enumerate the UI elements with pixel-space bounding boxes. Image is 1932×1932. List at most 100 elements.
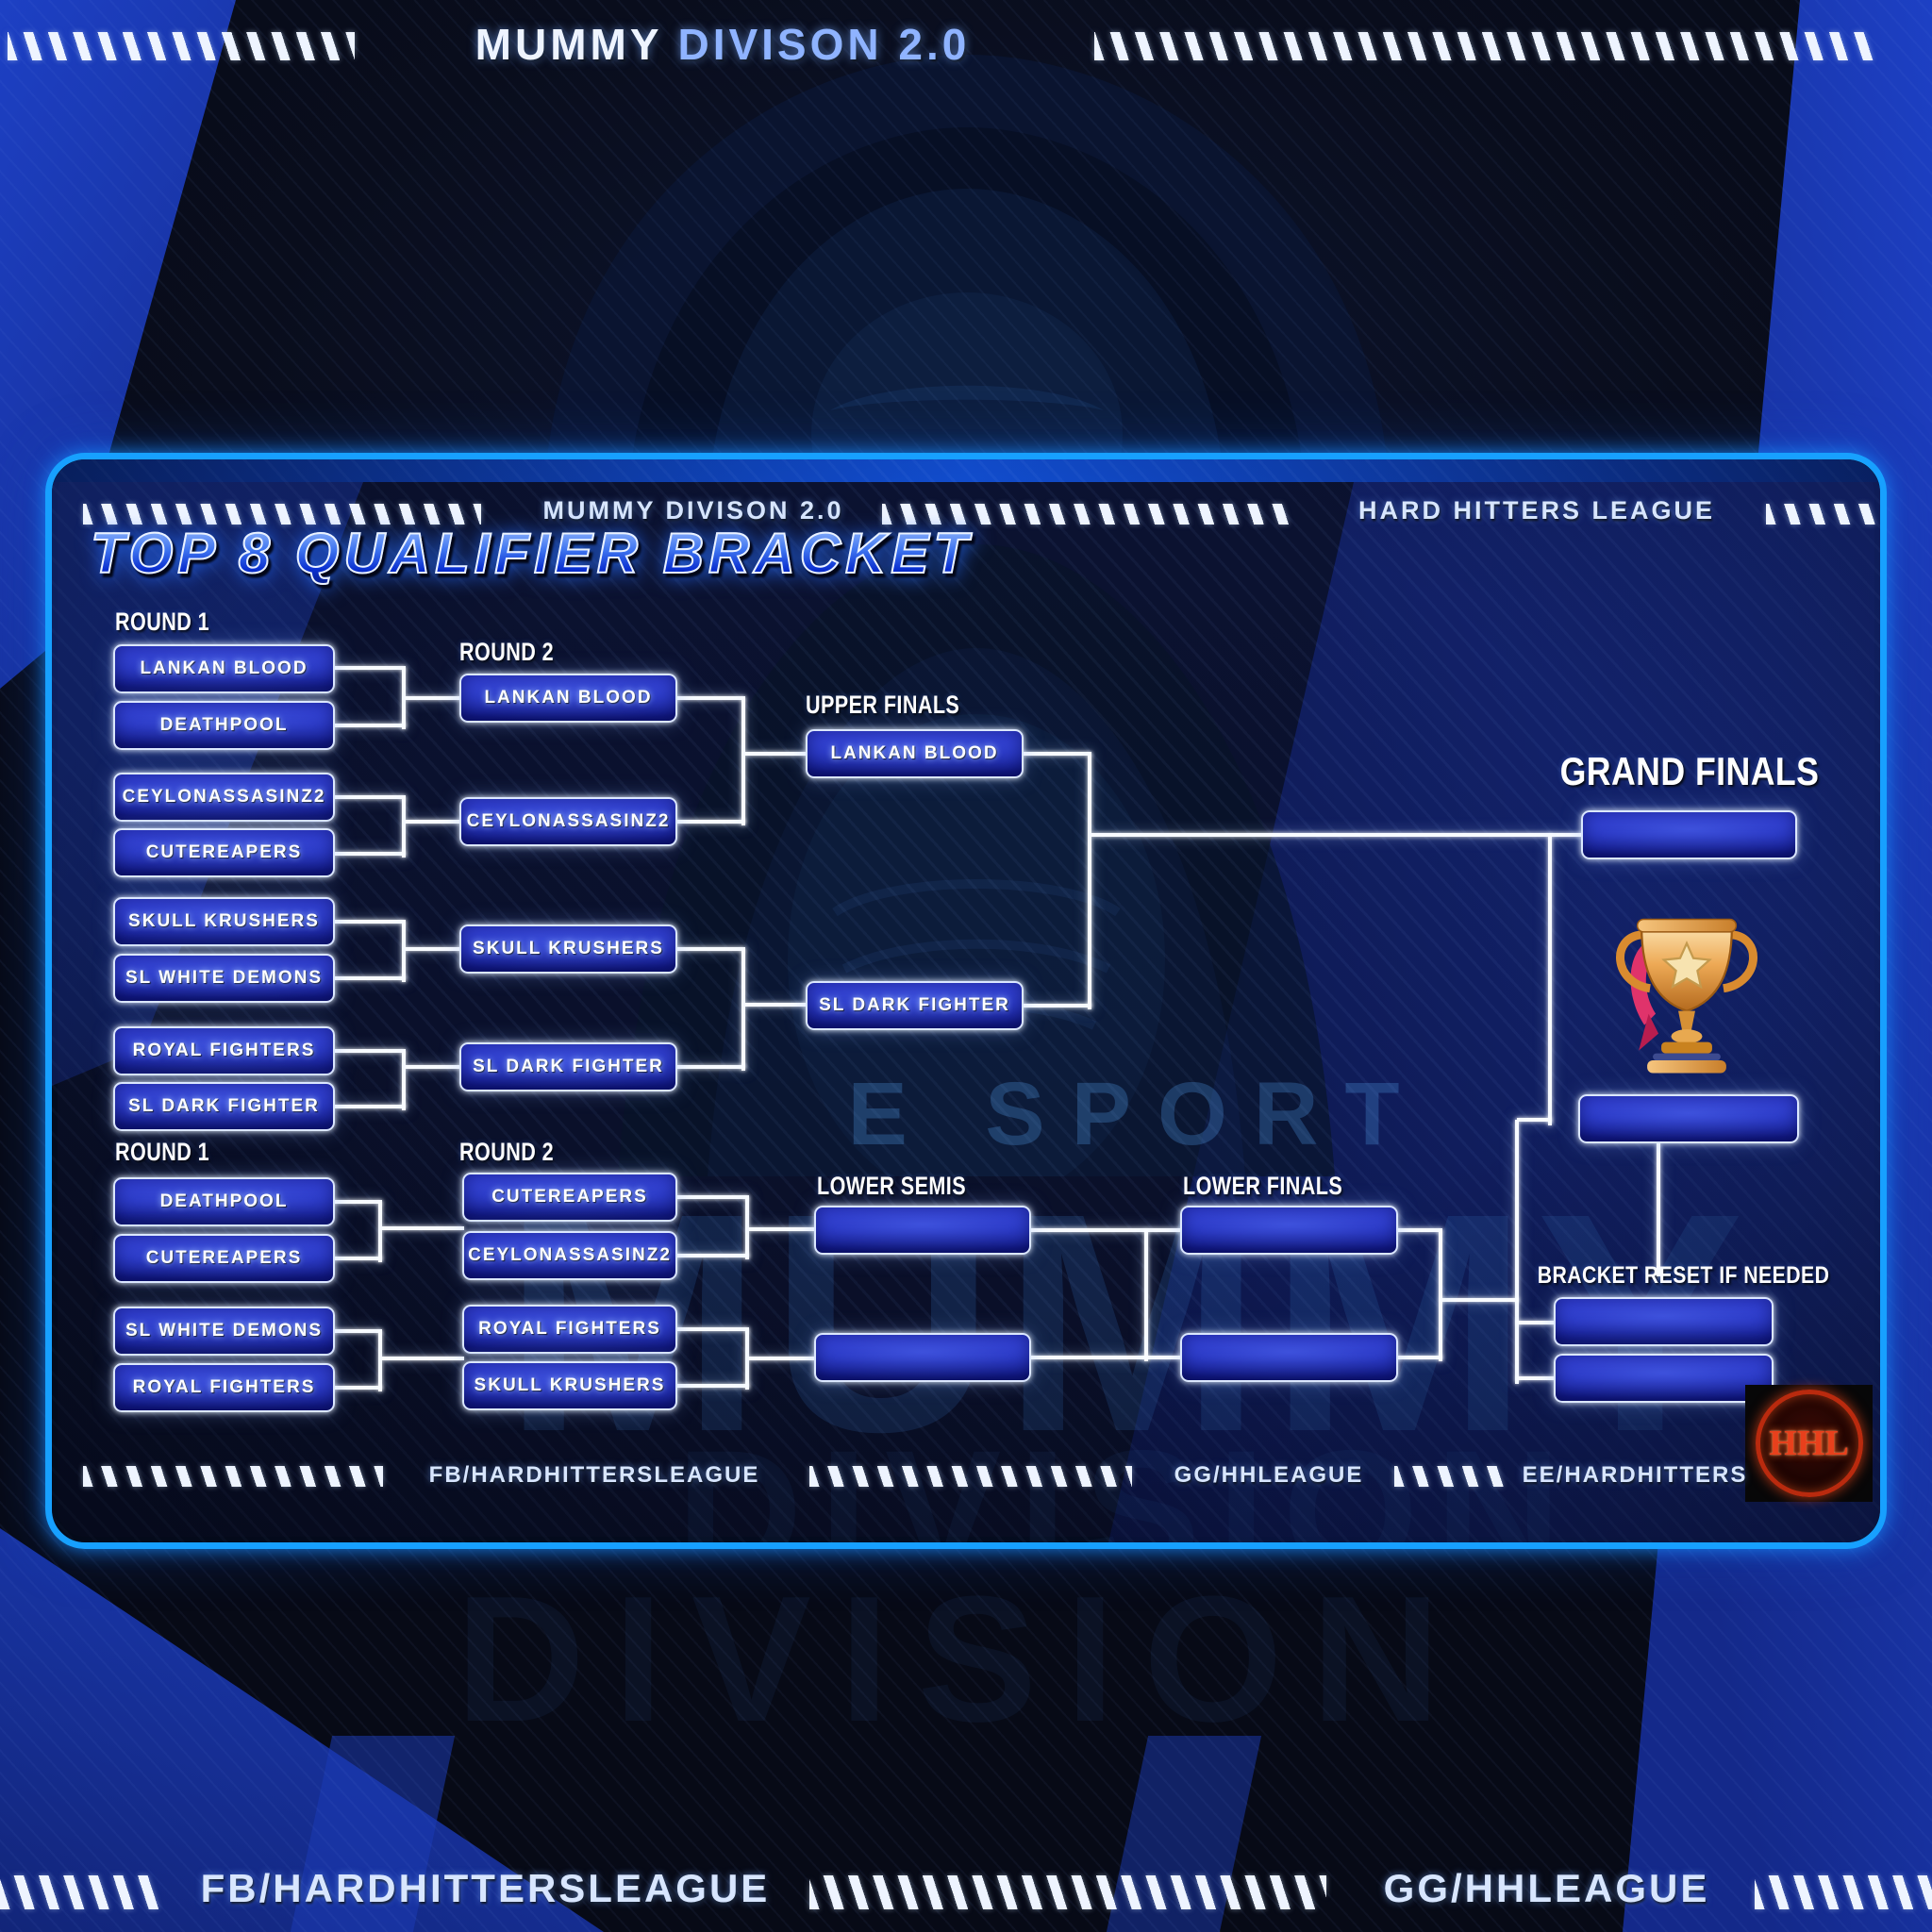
bracket-connector [1029,1228,1182,1232]
page-footer-stripes-2 [809,1875,1326,1909]
team-name: SL DARK FIGHTER [128,1096,320,1116]
bracket-connector [402,922,406,982]
bracket-connector [745,752,808,756]
bracket-connector [335,976,406,980]
label-lower-round1: ROUND 1 [115,1138,210,1166]
bracket-connector [335,920,406,924]
match-slot [1180,1333,1398,1382]
grand-finals-slot [1578,1094,1799,1143]
match-slot: SL WHITE DEMONS [113,954,335,1003]
team-name: ROYAL FIGHTERS [132,1377,316,1397]
page-footer-stripes-3 [1755,1875,1932,1909]
bracket-connector [749,1227,816,1231]
team-name: CUTEREAPERS [491,1187,648,1207]
bracket-connector [675,1195,749,1199]
panel-header-stripes-right [1766,504,1877,525]
bracket-connector [1091,833,1583,837]
match-slot: CEYLONASSASINZ2 [459,797,677,846]
team-name: DEATHPOOL [159,715,289,735]
bracket-reset-slot [1554,1297,1774,1346]
panel-footer-gg[interactable]: GG/HHLEAGUE [1174,1462,1364,1488]
bracket-connector [406,820,461,824]
page-title-word1: MUMMY [475,20,662,69]
bracket-connector [1022,1004,1091,1008]
label-upper-round2: ROUND 2 [459,638,555,666]
match-slot: SKULL KRUSHERS [113,897,335,946]
bracket-connector [333,1257,382,1260]
match-slot: SL DARK FIGHTER [806,981,1024,1030]
team-name: SL WHITE DEMONS [125,1321,324,1341]
bracket-connector [745,1329,749,1390]
match-slot: DEATHPOOL [113,701,335,750]
page-footer-fb[interactable]: FB/HARDHITTERSLEAGUE [200,1866,771,1910]
page-title-word2: DIVISON 2.0 [677,20,971,69]
bracket-connector [406,696,461,700]
bracket-connector [335,1105,406,1108]
bracket-connector [1396,1356,1442,1359]
bracket-connector [745,1003,808,1007]
team-name: CEYLONASSASINZ2 [468,1245,672,1265]
page-footer-gg[interactable]: GG/HHLEAGUE [1383,1866,1710,1910]
match-slot: CUTEREAPERS [462,1173,677,1222]
team-name: CEYLONASSASINZ2 [122,787,326,807]
match-slot: SL DARK FIGHTER [459,1042,677,1091]
label-lower-finals: LOWER FINALS [1183,1172,1343,1200]
panel-header-stripes-mid [882,504,1292,525]
bracket-connector [1548,835,1552,1125]
label-grand-finals: GRAND FINALS [1559,749,1820,793]
bracket-connector [406,947,461,951]
grand-finals-slot [1581,810,1797,859]
match-slot: CUTEREAPERS [113,828,335,877]
bracket-connector [335,666,406,670]
bracket-connector [675,1254,749,1257]
team-name: LANKAN BLOOD [484,688,653,708]
label-upper-round1: ROUND 1 [115,608,210,636]
team-name: CUTEREAPERS [145,842,303,862]
bracket-connector [675,820,745,824]
team-name: ROYAL FIGHTERS [132,1041,316,1060]
match-slot: ROYAL FIGHTERS [113,1026,335,1075]
bracket-connector [378,1202,382,1262]
top-left-stripes [8,32,355,60]
match-slot: DEATHPOOL [113,1177,335,1226]
page-title: MUMMY DIVISON 2.0 [355,19,1091,70]
bracket-connector [1657,1143,1660,1276]
bracket-connector [335,852,406,856]
panel-footer-stripes-1 [83,1466,383,1487]
bracket-connector [402,1051,406,1110]
bracket-connector [1022,752,1091,756]
panel-header-stripes-left [83,504,481,525]
bracket-connector [333,1386,382,1390]
panel-footer-fb[interactable]: FB/HARDHITTERSLEAGUE [428,1462,760,1488]
team-name: LANKAN BLOOD [830,743,999,763]
bracket-connector [382,1226,464,1230]
page-footer-stripes-1 [0,1875,162,1909]
bracket-connector [1515,1120,1519,1384]
hhl-dragon-logo: HHL [1745,1385,1873,1502]
trophy-icon [1616,918,1757,1074]
bracket-connector [333,1200,382,1204]
label-lower-semis: LOWER SEMIS [817,1172,967,1200]
match-slot [1180,1206,1398,1255]
mummy-artwork [547,55,1387,458]
bracket-connector [675,1327,749,1331]
team-name: CEYLONASSASINZ2 [466,811,671,831]
team-name: DEATHPOOL [159,1191,289,1211]
match-slot: SL WHITE DEMONS [113,1307,335,1356]
panel-footer-ee[interactable]: EE/HARDHITTERS [1522,1462,1748,1488]
match-slot [814,1333,1031,1382]
bracket-connector [335,724,406,727]
bracket-connector [1441,1298,1519,1302]
bracket-connector [741,949,745,1071]
bracket-connector [1517,1118,1552,1122]
team-name: SL WHITE DEMONS [125,968,324,988]
match-slot: CEYLONASSASINZ2 [113,773,335,822]
panel-footer-stripes-2 [809,1466,1132,1487]
bracket-connector [1439,1230,1442,1361]
bracket-connector [1029,1356,1182,1359]
background-watermark: DIVISION [396,1557,1528,1762]
bracket-connector [382,1357,464,1360]
bracket-connector [675,696,745,700]
bracket-connector [1517,1321,1556,1324]
